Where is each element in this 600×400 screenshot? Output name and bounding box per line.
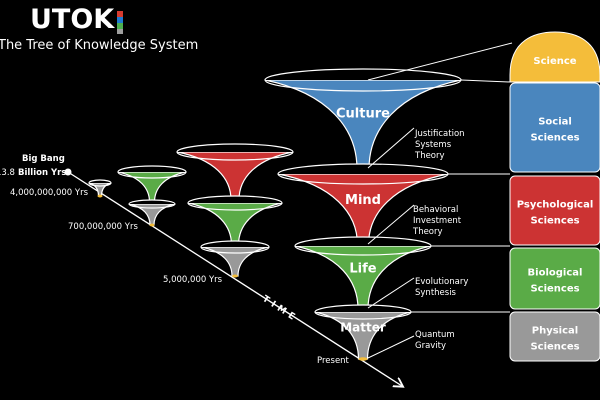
funnel-early-matter-1-point: [97, 194, 103, 198]
funnel-early-matter-2-rim: [128, 199, 176, 209]
big-bang-age-number: 13.8: [0, 168, 15, 178]
funnel-mid-matter-rim-back: [201, 241, 269, 247]
logo-accent-green: [117, 23, 123, 29]
science-block-social: [509, 82, 600, 173]
milestone-4b-label: 4,000,000,000 Yrs: [10, 188, 89, 198]
funnel-mid-life-rim: [187, 195, 283, 211]
funnel-life-rim-back: [295, 237, 431, 246]
funnel-mid-matter-rim: [200, 240, 270, 254]
funnel-culture-label: Culture: [336, 106, 390, 121]
logo-accent-blue: [117, 17, 123, 23]
logo-accent-gray: [117, 29, 123, 34]
funnel-early-life-1-rim: [117, 165, 187, 179]
funnel-matter-point: [358, 357, 368, 361]
funnel-early-matter-2-point: [149, 223, 155, 227]
funnel-mid-life-rim-back: [188, 196, 282, 203]
funnel-early-life-1-rim-back: [118, 166, 186, 172]
logo-accent: [117, 11, 123, 34]
joint-leader-matter: [367, 335, 415, 359]
milestone-700m-label: 700,000,000 Yrs: [68, 222, 138, 232]
funnel-culture: Culture: [264, 68, 462, 172]
science-dome-label: Science: [533, 56, 576, 67]
funnel-mind-rim-back: [278, 164, 448, 174]
funnel-mid-matter-point: [232, 274, 238, 278]
funnel-mid-matter: [200, 240, 270, 278]
funnel-matter-rim-back: [315, 305, 411, 312]
science-block-biological: [509, 247, 600, 310]
funnel-mid-life-cone: [187, 202, 283, 246]
funnel-mid-mind-rim-back: [177, 144, 293, 152]
funnel-early-matter-1: [88, 179, 112, 198]
utok-logo: UTOK: [30, 4, 114, 35]
joint-leader-life: [367, 277, 415, 309]
joint-leader-culture: [367, 127, 415, 169]
science-block-physical: [509, 311, 600, 362]
milestone-present-label: Present: [317, 356, 350, 366]
time-axis-line: [67, 171, 402, 386]
science-dome: [509, 31, 600, 83]
funnel-life-label: Life: [349, 261, 376, 276]
funnel-mid-mind-cone: [176, 151, 294, 201]
connector-science: [367, 42, 513, 81]
funnel-culture-rim-back: [265, 69, 461, 80]
joint-leader-mind: [367, 204, 415, 245]
logo-accent-red: [117, 11, 123, 17]
diagram-subtitle: The Tree of Knowledge System: [0, 38, 199, 53]
funnel-mid-mind-rim: [176, 143, 294, 161]
funnel-early-matter-1-rim: [88, 179, 112, 187]
funnel-matter-label: Matter: [340, 321, 386, 335]
funnel-mid-life: [187, 195, 283, 247]
funnel-early-life-1: [117, 165, 187, 204]
milestone-5m-label: 5,000,000 Yrs: [163, 275, 223, 285]
time-axis-label: TIME: [260, 294, 299, 324]
funnel-life: Life: [294, 236, 432, 311]
connector-social: [460, 79, 511, 83]
big-bang-label: Big Bang: [22, 154, 65, 164]
funnel-mind-label: Mind: [345, 193, 381, 208]
logo-text: UTOK: [30, 4, 115, 35]
science-block-psychological: [509, 175, 600, 246]
big-bang-age-unit: Billion Yrs: [18, 168, 66, 178]
funnel-early-matter-2: [128, 199, 176, 227]
big-bang-dot: [64, 168, 72, 176]
funnel-mind: Mind: [277, 163, 449, 248]
funnel-matter: Matter: [314, 304, 412, 361]
funnel-mid-mind: [176, 143, 294, 202]
